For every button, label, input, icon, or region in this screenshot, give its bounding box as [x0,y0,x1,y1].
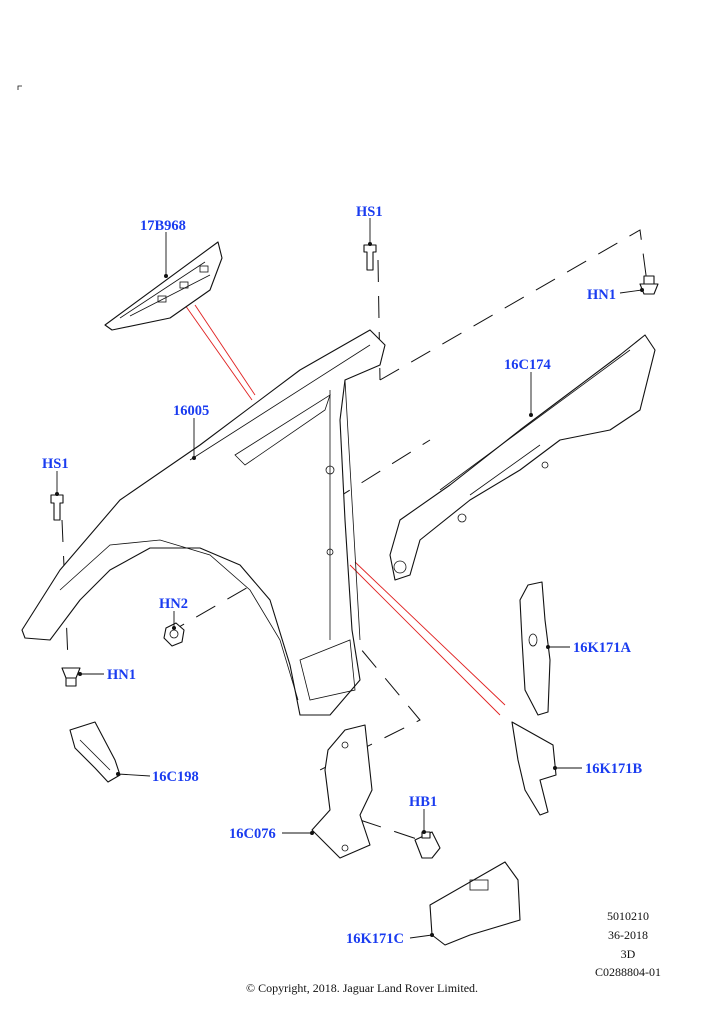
diagram-code: 5010210 [607,909,649,923]
callout-hb1[interactable]: HB1 [409,794,437,810]
callout-hs1-left[interactable]: HS1 [42,456,69,472]
callout-16K171C[interactable]: 16K171C [346,931,404,947]
part-16K171B[interactable] [511,721,557,816]
callout-16C076[interactable]: 16C076 [229,826,276,842]
callout-16005[interactable]: 16005 [173,403,209,419]
part-17B968[interactable] [104,241,223,331]
part-16K171A[interactable] [519,581,551,716]
fastener-hs1-top[interactable] [363,244,377,271]
crop-mark [17,85,22,90]
callout-16C198[interactable]: 16C198 [152,769,199,785]
leader-lines [55,218,644,939]
callout-hs1-top[interactable]: HS1 [356,204,383,220]
callout-hn1-left[interactable]: HN1 [107,667,136,683]
callout-16K171B[interactable]: 16K171B [585,761,643,777]
fastener-hn2[interactable] [163,622,185,647]
reference-line [184,304,253,401]
callout-16C174[interactable]: 16C174 [504,357,551,373]
copyright: © Copyright, 2018. Jaguar Land Rover Lim… [245,981,479,995]
illustration-id: C0288804-01 [595,965,661,979]
part-16C076[interactable] [311,724,373,859]
callout-hn1-right[interactable]: HN1 [587,287,616,303]
part-16C174[interactable] [389,334,656,581]
callout-hn2[interactable]: HN2 [159,596,188,612]
callout-17B968[interactable]: 17B968 [140,218,186,234]
diagram-date: 36-2018 [608,928,648,942]
callout-16K171A[interactable]: 16K171A [573,640,632,656]
fastener-hb1[interactable] [414,831,441,859]
fastener-hn1-left[interactable] [61,667,81,687]
fastener-hs1-left[interactable] [50,494,64,521]
part-16005-fender[interactable] [21,329,386,716]
diagram-view: 3D [620,947,636,961]
part-16C198[interactable] [69,721,121,783]
part-16K171C[interactable] [429,861,521,946]
